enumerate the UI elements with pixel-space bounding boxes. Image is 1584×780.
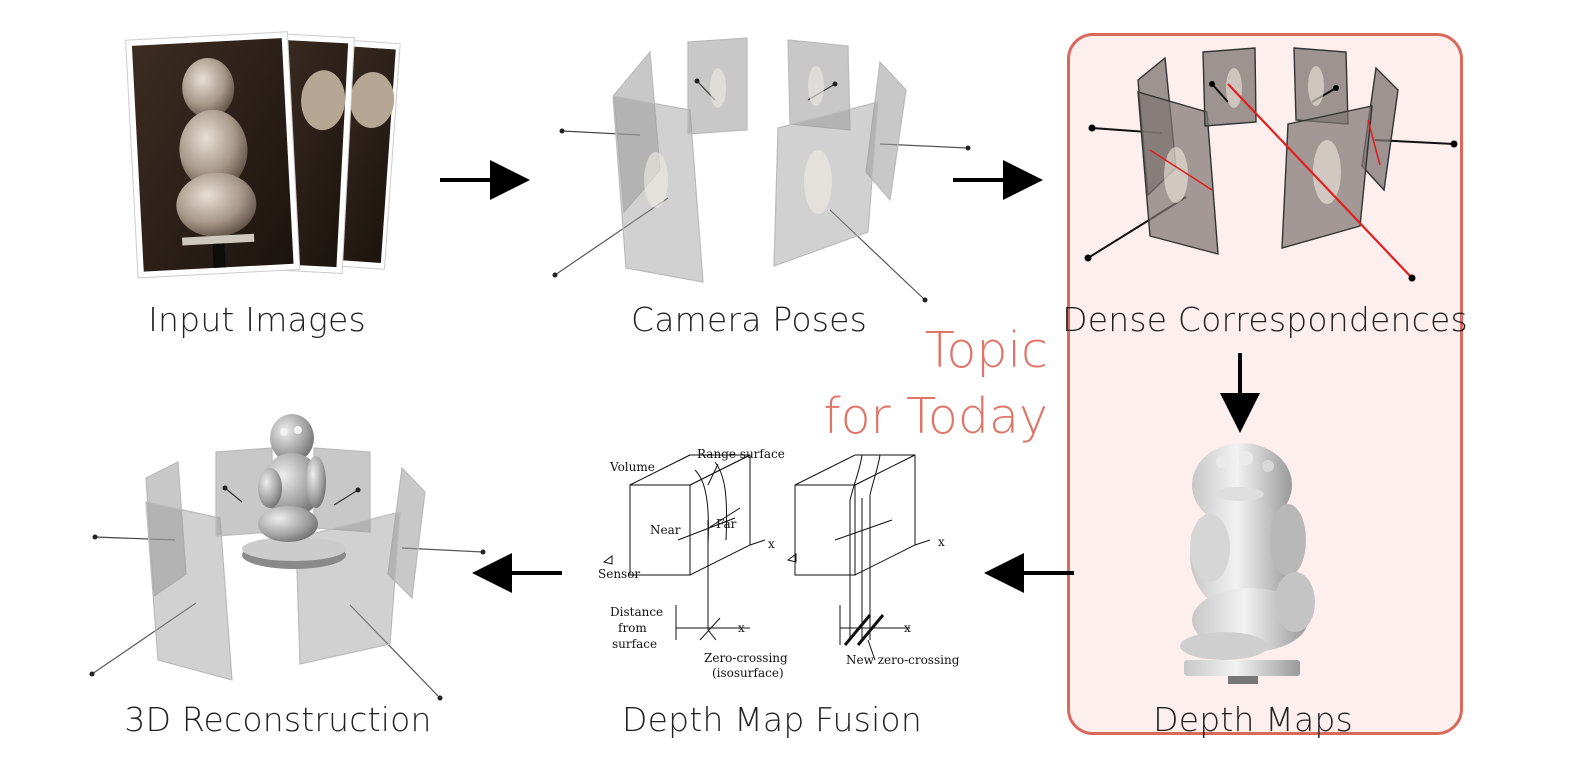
label-range-surface: Range surface	[697, 447, 785, 461]
depth-map-graphic	[1180, 443, 1315, 684]
topic-line-2: for Today	[823, 388, 1048, 445]
label-x-3: x	[938, 535, 945, 549]
stage-label-depth-map-fusion: Depth Map Fusion	[622, 700, 922, 739]
label-volume: Volume	[609, 460, 655, 474]
label-near: Near	[650, 523, 681, 537]
stage-label-camera-poses: Camera Poses	[631, 300, 867, 339]
depth-map-fusion-graphic	[602, 454, 931, 661]
label-distance-2: from	[618, 621, 647, 635]
camera-poses-graphic	[552, 37, 971, 303]
label-sensor: Sensor	[598, 567, 640, 581]
label-distance-3: surface	[612, 637, 657, 651]
stage-label-input-images: Input Images	[148, 300, 366, 339]
dense-correspondences-graphic	[1084, 47, 1458, 282]
stage-label-depth-maps: Depth Maps	[1153, 700, 1353, 739]
stage-label-dense-correspondences: Dense Correspondences	[1062, 300, 1468, 339]
label-far: Far	[716, 517, 737, 531]
label-x-2: x	[738, 621, 745, 635]
input-images-stack	[125, 31, 401, 279]
label-x-4: x	[904, 621, 911, 635]
label-zero-crossing-2: (isosurface)	[712, 666, 784, 680]
topic-for-today: Topic for Today	[823, 318, 1048, 450]
label-distance-1: Distance	[610, 605, 663, 619]
topic-line-1: Topic	[924, 322, 1048, 379]
label-x-1: x	[768, 537, 775, 551]
label-zero-crossing-1: Zero-crossing	[704, 651, 788, 665]
stage-label-3d-reconstruction: 3D Reconstruction	[124, 700, 432, 739]
fusion-diagram-labels: Volume Range surface Near Far Sensor x x…	[598, 447, 960, 680]
reconstruction-graphic	[89, 414, 486, 701]
label-new-zero-crossing: New zero-crossing	[846, 653, 960, 667]
